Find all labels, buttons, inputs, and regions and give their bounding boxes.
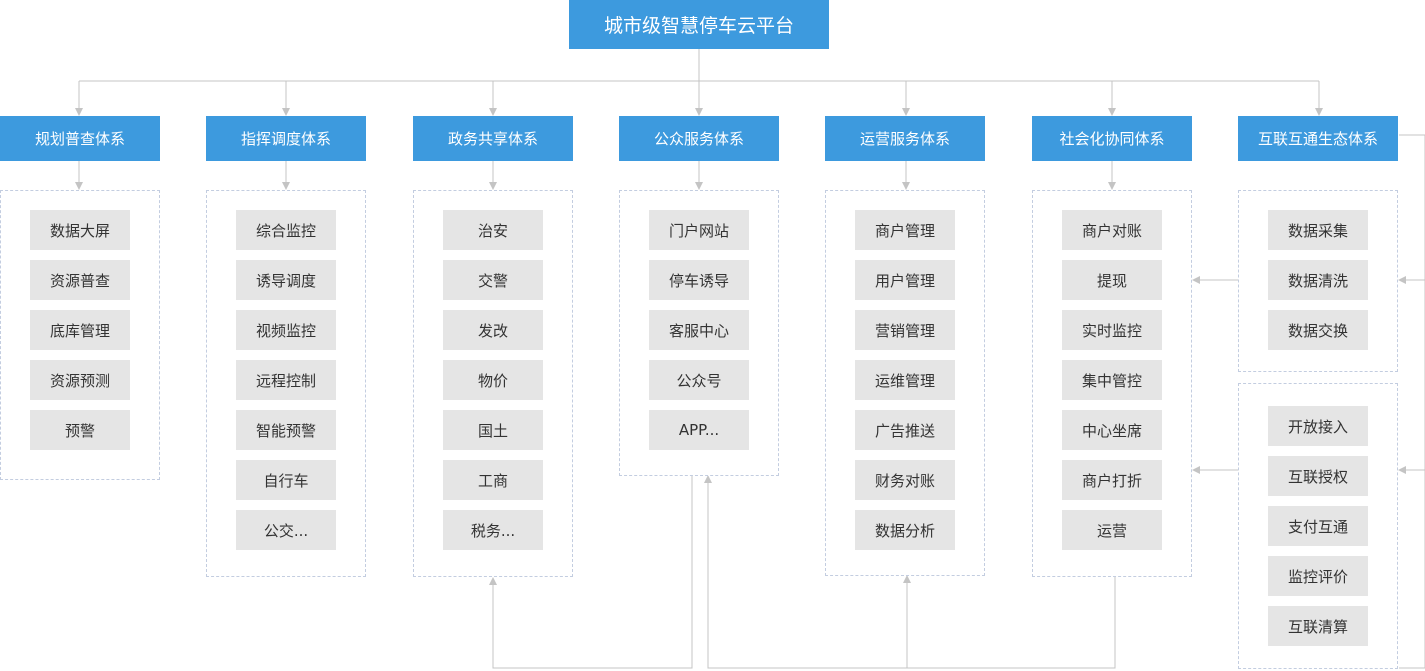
panel-government-sharing: 治安 交警 发改 物价 国土 工商 税务... <box>413 190 573 577</box>
list-item: 远程控制 <box>236 360 336 400</box>
list-item: 工商 <box>443 460 543 500</box>
list-item: 中心坐席 <box>1062 410 1162 450</box>
list-item: 发改 <box>443 310 543 350</box>
header-public-service: 公众服务体系 <box>619 116 779 161</box>
list-item: 数据清洗 <box>1268 260 1368 300</box>
list-item: 运维管理 <box>855 360 955 400</box>
list-item: 互联清算 <box>1268 606 1368 646</box>
list-item: 数据交换 <box>1268 310 1368 350</box>
panel-operation-service: 商户管理 用户管理 营销管理 运维管理 广告推送 财务对账 数据分析 <box>825 190 985 576</box>
list-item: 商户打折 <box>1062 460 1162 500</box>
list-item: 公交... <box>236 510 336 550</box>
list-item: 诱导调度 <box>236 260 336 300</box>
list-item: 财务对账 <box>855 460 955 500</box>
list-item: 商户对账 <box>1062 210 1162 250</box>
list-item: 治安 <box>443 210 543 250</box>
list-item: 视频监控 <box>236 310 336 350</box>
panel-social-collaboration: 商户对账 提现 实时监控 集中管控 中心坐席 商户打折 运营 <box>1032 190 1192 577</box>
list-item: 停车诱导 <box>649 260 749 300</box>
list-item: 提现 <box>1062 260 1162 300</box>
platform-title: 城市级智慧停车云平台 <box>569 0 829 49</box>
header-social-collaboration: 社会化协同体系 <box>1032 116 1192 161</box>
list-item: 数据大屏 <box>30 210 130 250</box>
header-government-sharing: 政务共享体系 <box>413 116 573 161</box>
list-item: 商户管理 <box>855 210 955 250</box>
list-item: 集中管控 <box>1062 360 1162 400</box>
list-item: 客服中心 <box>649 310 749 350</box>
list-item: 预警 <box>30 410 130 450</box>
list-item: 智能预警 <box>236 410 336 450</box>
list-item: 自行车 <box>236 460 336 500</box>
list-item: 公众号 <box>649 360 749 400</box>
list-item: 物价 <box>443 360 543 400</box>
list-item: 营销管理 <box>855 310 955 350</box>
list-item: 税务... <box>443 510 543 550</box>
list-item: 国土 <box>443 410 543 450</box>
list-item: 交警 <box>443 260 543 300</box>
list-item: 互联授权 <box>1268 456 1368 496</box>
panel-planning-survey: 数据大屏 资源普查 底库管理 资源预测 预警 <box>0 190 160 480</box>
list-item: APP... <box>649 410 749 450</box>
panel-interconnect-open: 开放接入 互联授权 支付互通 监控评价 互联清算 <box>1238 383 1398 669</box>
header-command-dispatch: 指挥调度体系 <box>206 116 366 161</box>
list-item: 底库管理 <box>30 310 130 350</box>
list-item: 数据采集 <box>1268 210 1368 250</box>
list-item: 用户管理 <box>855 260 955 300</box>
list-item: 广告推送 <box>855 410 955 450</box>
list-item: 运营 <box>1062 510 1162 550</box>
panel-public-service: 门户网站 停车诱导 客服中心 公众号 APP... <box>619 190 779 476</box>
list-item: 开放接入 <box>1268 406 1368 446</box>
panel-interconnect-data: 数据采集 数据清洗 数据交换 <box>1238 190 1398 372</box>
panel-command-dispatch: 综合监控 诱导调度 视频监控 远程控制 智能预警 自行车 公交... <box>206 190 366 577</box>
list-item: 支付互通 <box>1268 506 1368 546</box>
list-item: 监控评价 <box>1268 556 1368 596</box>
list-item: 资源普查 <box>30 260 130 300</box>
list-item: 数据分析 <box>855 510 955 550</box>
list-item: 实时监控 <box>1062 310 1162 350</box>
header-interconnect-ecosystem: 互联互通生态体系 <box>1238 116 1398 161</box>
list-item: 资源预测 <box>30 360 130 400</box>
list-item: 门户网站 <box>649 210 749 250</box>
header-operation-service: 运营服务体系 <box>825 116 985 161</box>
header-planning-survey: 规划普查体系 <box>0 116 160 161</box>
list-item: 综合监控 <box>236 210 336 250</box>
